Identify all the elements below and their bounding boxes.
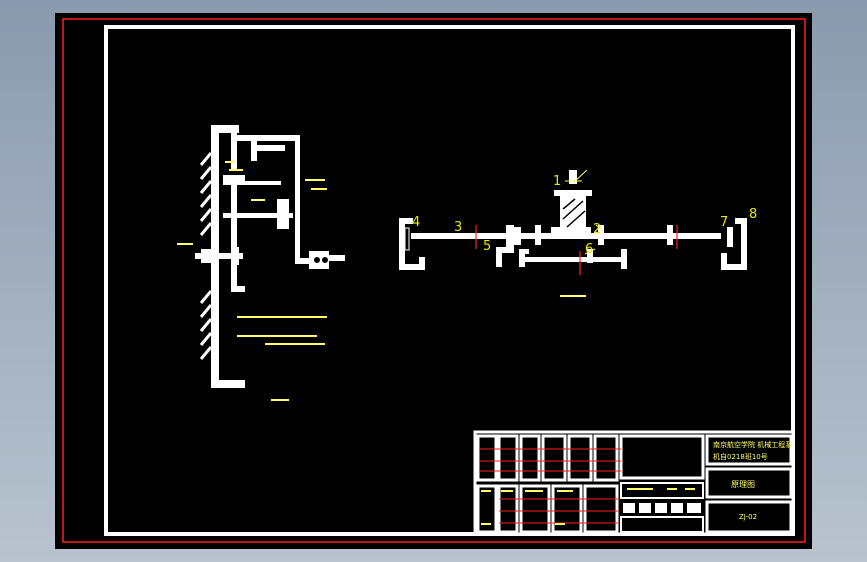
countershaft: [523, 257, 623, 262]
title-school-line2: 机自0218班10号: [713, 452, 768, 461]
title-school-line1: 南京航空学院 机械工程系: [713, 440, 792, 449]
part-number-1: 1: [553, 174, 561, 189]
housing-hatching: [562, 198, 586, 228]
shaft-bottom-cap: [211, 380, 245, 388]
leader-lines: [565, 169, 604, 255]
shaft-assembly: [399, 170, 747, 270]
title-drawing-code: ZJ-02: [739, 513, 757, 521]
drawing-frame: [104, 25, 795, 536]
part-number-2: 2: [593, 222, 601, 237]
part-number-8: 8: [749, 207, 757, 222]
cad-drawing: 1 2 3 4 5 6 7 8: [62, 18, 806, 543]
title-block: 南京航空学院 机械工程系 机自0218班10号 原理图 ZJ-02: [473, 430, 795, 536]
outer-red-border: [62, 18, 806, 543]
part-number-3: 3: [454, 220, 462, 235]
main-horizontal-shaft: [411, 233, 721, 239]
title-drawing-name: 原理图: [731, 480, 755, 489]
top-input-rod: [569, 170, 577, 184]
assembly-caption-mark: [560, 295, 586, 297]
gear-train-schematic: [195, 125, 345, 388]
part-number-7: 7: [720, 215, 728, 230]
section-cut-lines: [475, 225, 678, 275]
part-number-5: 5: [483, 239, 491, 254]
shaft-hatching: [199, 152, 213, 360]
input-shaft: [195, 253, 243, 259]
drawing-sheet: 1 2 3 4 5 6 7 8: [55, 13, 812, 549]
shaft-top-cap: [211, 125, 239, 133]
schematic-annotations: [177, 161, 327, 401]
part-number-6: 6: [585, 242, 593, 257]
part-number-4: 4: [412, 215, 420, 230]
